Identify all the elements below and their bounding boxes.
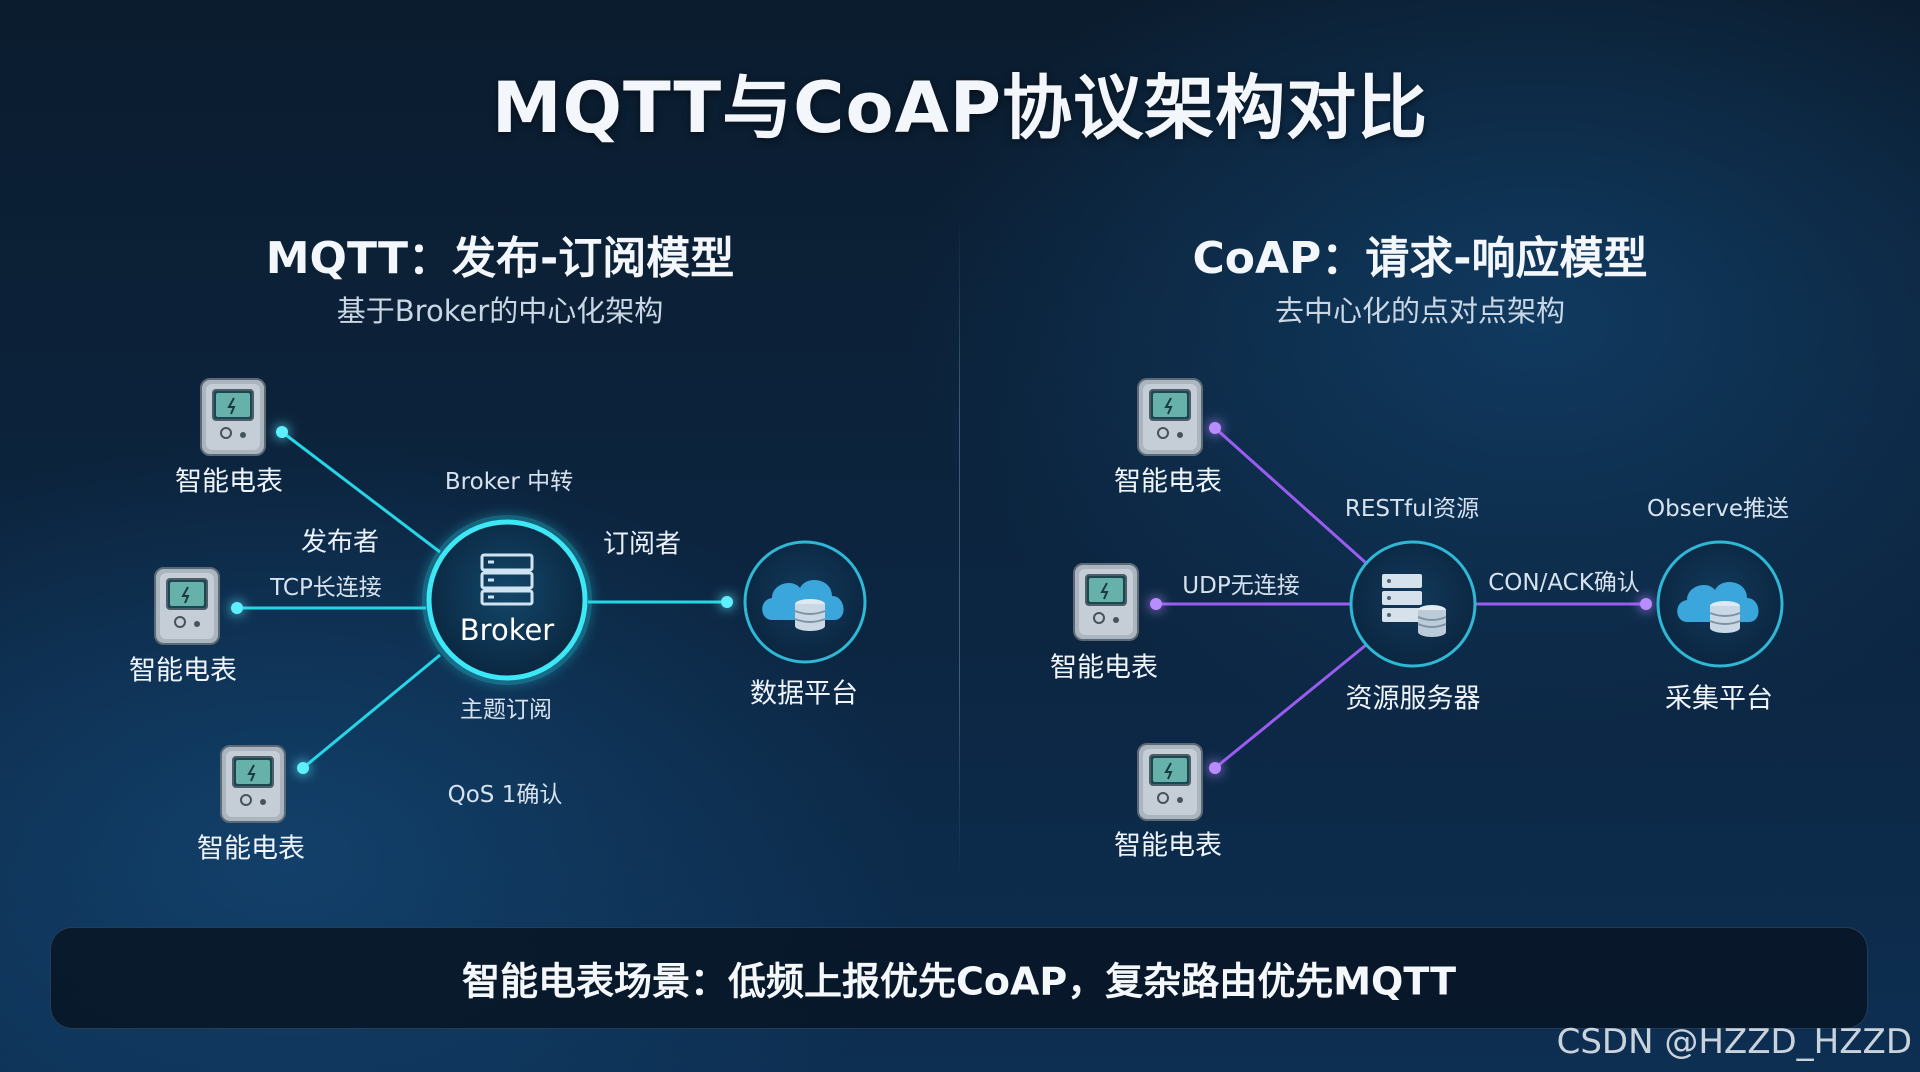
mqtt-heading: MQTT：发布-订阅模型	[265, 233, 735, 284]
panel-divider	[959, 215, 960, 875]
mqtt-meter-top-label: 智能电表	[175, 466, 283, 498]
watermark: CSDN @HZZD_HZZD	[1556, 1022, 1912, 1062]
broker-label: Broker	[459, 613, 555, 647]
summary-banner: 智能电表场景：低频上报优先CoAP，复杂路由优先MQTT	[50, 927, 1868, 1029]
coap-link-bottom	[1214, 643, 1367, 770]
smart-meter-icon	[1137, 378, 1203, 456]
smart-meter-icon	[220, 745, 286, 823]
mqtt-link-dots	[231, 426, 733, 774]
server-rack-icon	[480, 553, 534, 606]
topic-label: 主题订阅	[460, 697, 552, 723]
publisher-label: 发布者	[300, 527, 380, 558]
page-title: MQTT与CoAP协议架构对比	[491, 67, 1429, 149]
smart-meter-icon	[1137, 743, 1203, 821]
mqtt-platform-node	[743, 540, 867, 664]
coap-meter-top-label: 智能电表	[1114, 466, 1222, 498]
udp-label: UDP无连接	[1182, 573, 1300, 599]
coap-meter-bottom-label: 智能电表	[1114, 830, 1222, 862]
summary-text: 智能电表场景：低频上报优先CoAP，复杂路由优先MQTT	[461, 959, 1457, 1004]
coap-heading: CoAP：请求-响应模型	[1192, 233, 1648, 284]
observe-label: Observe推送	[1646, 496, 1790, 522]
mqtt-meter-middle-label: 智能电表	[129, 655, 237, 687]
mqtt-link-bottom	[302, 653, 441, 770]
coap-platform-node	[1656, 540, 1784, 668]
smart-meter-icon	[1073, 563, 1139, 641]
mqtt-subheading: 基于Broker的中心化架构	[336, 294, 664, 328]
mqtt-meter-bottom-label: 智能电表	[197, 833, 305, 865]
coap-link-top	[1214, 426, 1367, 565]
restful-label: RESTful资源	[1344, 496, 1480, 522]
resource-server-label: 资源服务器	[1345, 683, 1481, 715]
coap-link-dots	[1150, 422, 1652, 774]
mqtt-links	[237, 430, 727, 770]
qos-label: QoS 1确认	[447, 782, 563, 808]
mqtt-platform-label: 数据平台	[750, 678, 858, 710]
cloud-database-icon	[1677, 582, 1759, 633]
resource-server-node	[1349, 540, 1477, 668]
smart-meter-icon	[200, 378, 266, 456]
broker-relay-label: Broker 中转	[444, 469, 574, 495]
coap-platform-label: 采集平台	[1665, 683, 1773, 715]
server-rack-icon	[1382, 574, 1447, 637]
mqtt-link-top	[281, 430, 441, 554]
smart-meter-icon	[154, 567, 220, 645]
tcp-label: TCP长连接	[270, 575, 382, 601]
con-ack-label: CON/ACK确认	[1488, 570, 1640, 596]
coap-links	[1156, 426, 1646, 770]
subscriber-label: 订阅者	[602, 529, 682, 560]
coap-meter-middle-label: 智能电表	[1050, 652, 1158, 684]
cloud-database-icon	[762, 580, 844, 631]
broker-node	[422, 515, 592, 685]
coap-subheading: 去中心化的点对点架构	[1274, 294, 1565, 328]
